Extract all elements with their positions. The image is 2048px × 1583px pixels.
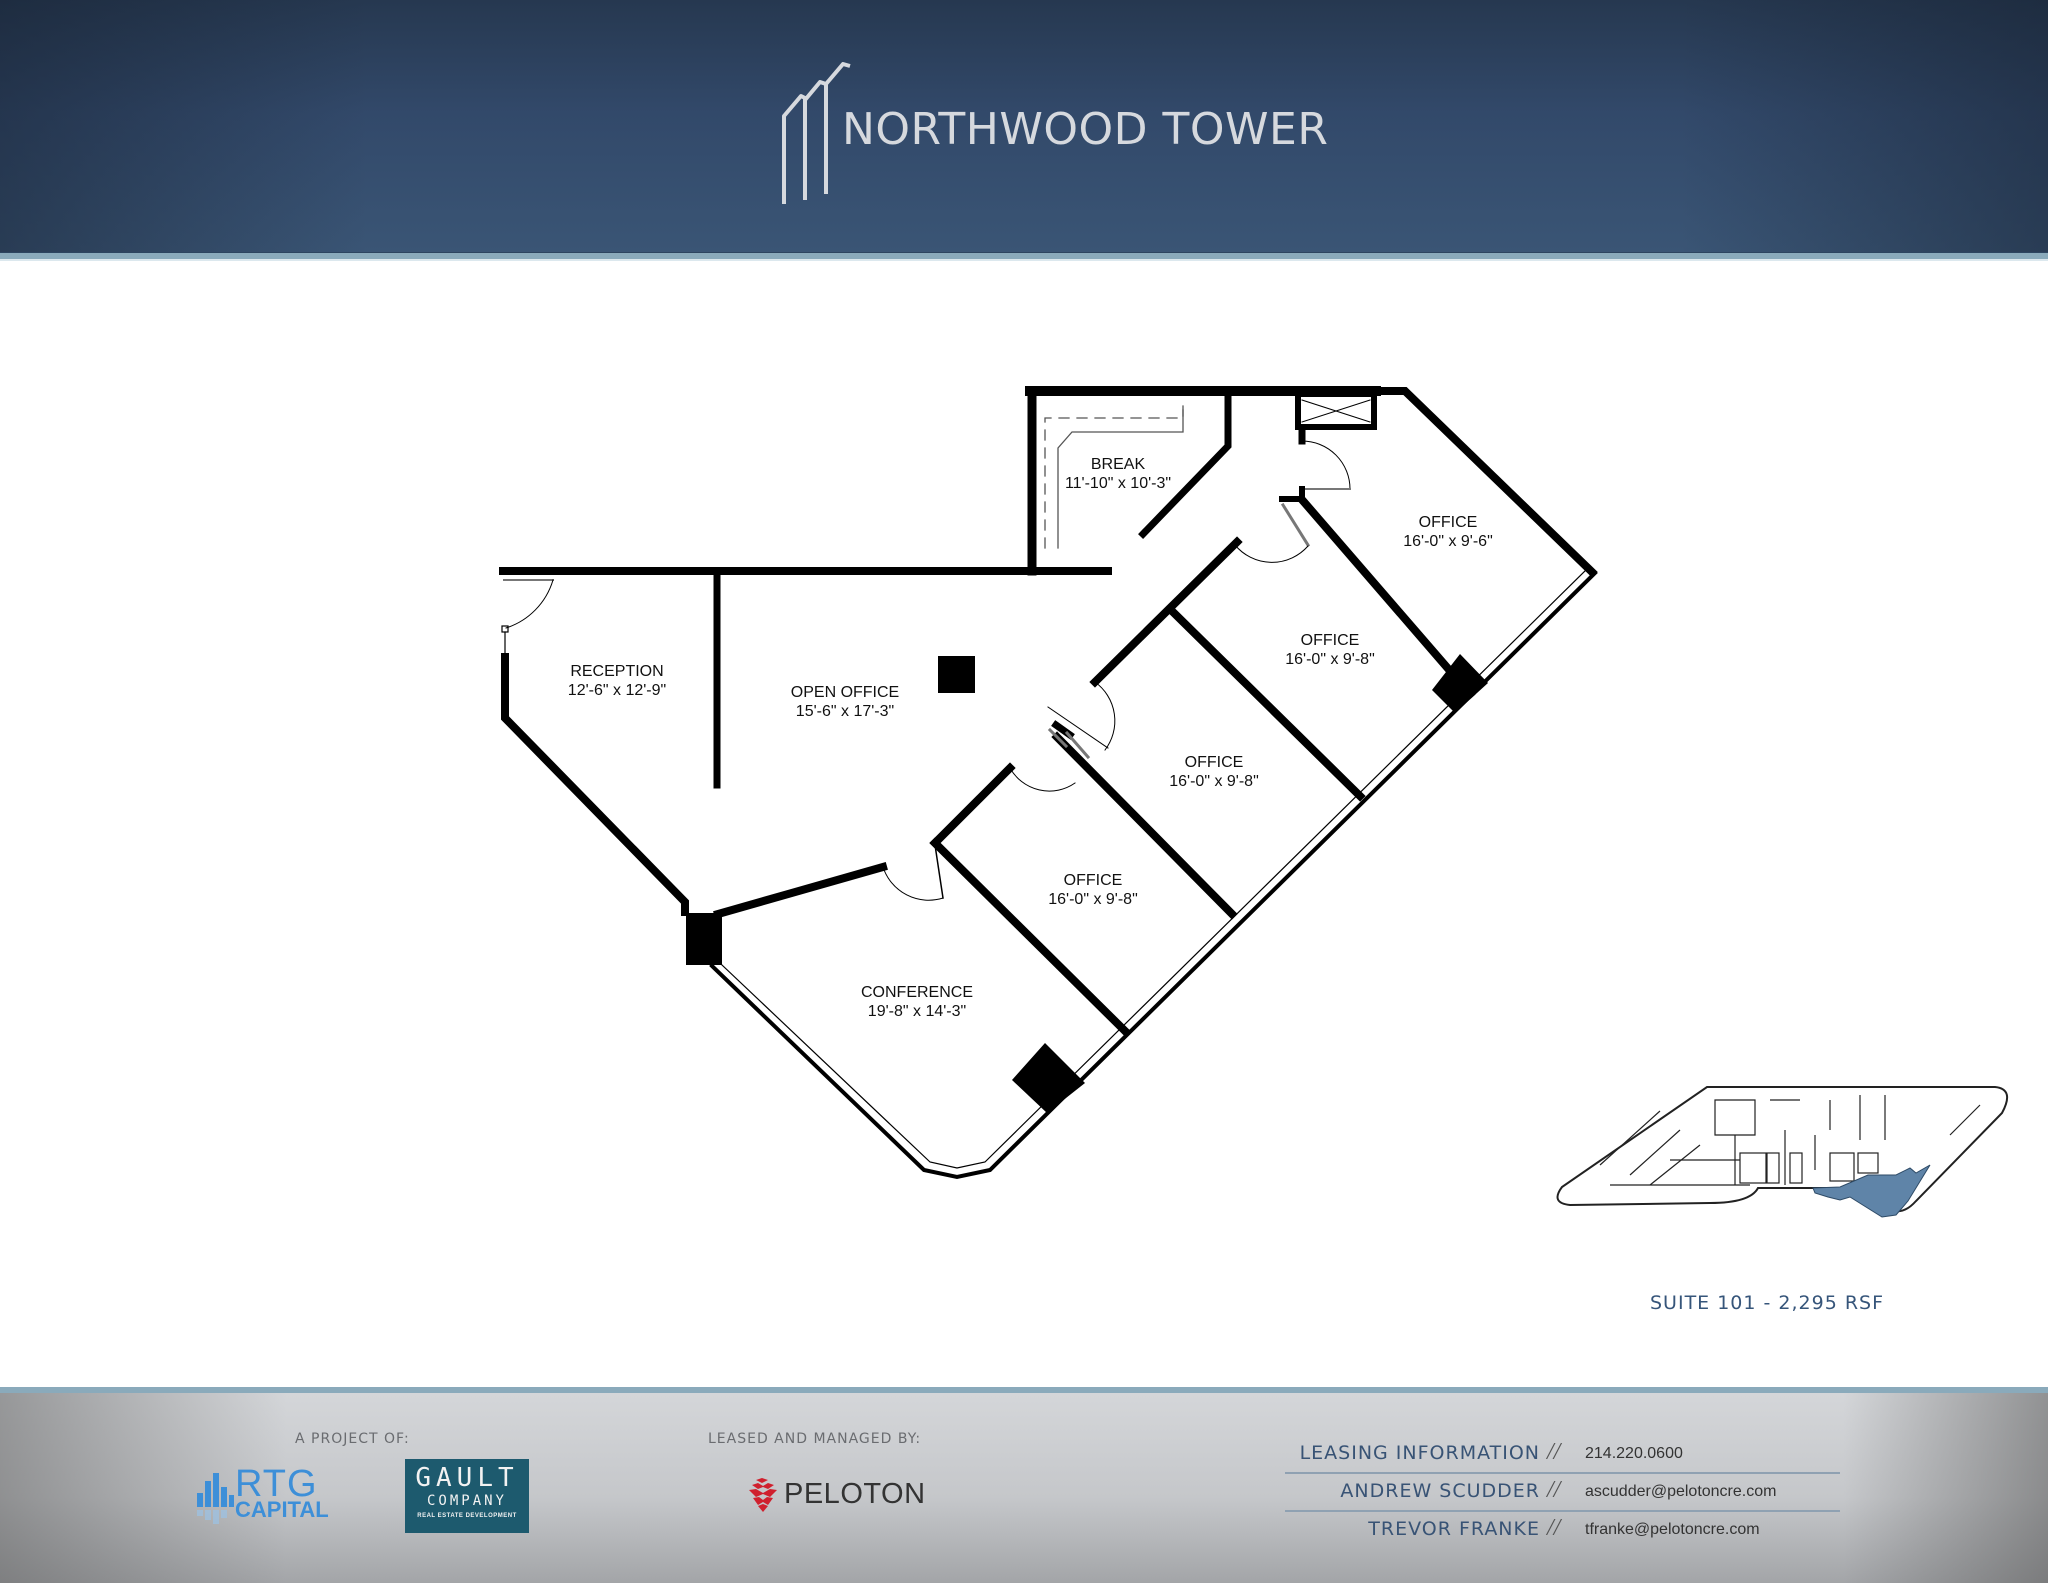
room-size: 16'-0" x 9'-8" xyxy=(1169,773,1259,790)
room-name: BREAK xyxy=(1090,456,1146,473)
footer-divider xyxy=(0,1387,2048,1393)
email-link[interactable]: tfranke@pelotoncre.com xyxy=(1585,1521,1760,1538)
room-label-office-3: OFFICE 16'-0" x 9'-8" xyxy=(1169,753,1259,791)
room-name: CONFERENCE xyxy=(860,984,974,1001)
separator: // xyxy=(1547,1515,1561,1541)
room-size: 16'-0" x 9'-8" xyxy=(1285,651,1375,668)
gault-company: COMPANY xyxy=(426,1493,507,1509)
leased-by-label: LEASED AND MANAGED BY: xyxy=(708,1431,922,1447)
rtg-subtitle: CAPITAL xyxy=(235,1497,329,1522)
room-name: OFFICE xyxy=(1184,754,1244,771)
room-name: OPEN OFFICE xyxy=(790,684,900,701)
room-label-conference: CONFERENCE 19'-8" x 14'-3" xyxy=(861,983,973,1021)
room-size: 11'-10" x 10'-3" xyxy=(1064,475,1172,492)
room-size: 15'-6" x 17'-3" xyxy=(795,703,895,720)
room-label-open-office: OPEN OFFICE 15'-6" x 17'-3" xyxy=(791,683,899,721)
contact-label: LEASING INFORMATION xyxy=(1299,1442,1540,1464)
rtg-bars-icon xyxy=(197,1473,234,1524)
tower-logo-icon xyxy=(782,62,851,204)
room-label-break: BREAK 11'-10" x 10'-3" xyxy=(1065,455,1171,493)
room-label-office-4: OFFICE 16'-0" x 9'-8" xyxy=(1048,871,1138,909)
key-plan-map xyxy=(1556,1086,2009,1218)
brand-title: NORTHWOOD TOWER xyxy=(842,104,1329,155)
gault-wordmark: GAULT xyxy=(415,1463,519,1493)
room-label-reception: RECEPTION 12'-6" x 12'-9" xyxy=(568,662,666,700)
suite-caption: SUITE 101 - 2,295 RSF xyxy=(1650,1292,1885,1314)
contact-label: ANDREW SCUDDER xyxy=(1340,1480,1540,1502)
project-of-label: A PROJECT OF: xyxy=(295,1431,410,1447)
suite-highlight xyxy=(1812,1164,1931,1218)
email-link[interactable]: ascudder@pelotoncre.com xyxy=(1585,1483,1777,1500)
rtg-wordmark: RTG xyxy=(235,1463,318,1505)
room-name: RECEPTION xyxy=(570,663,664,680)
header-divider-highlight xyxy=(0,259,2048,261)
room-name: OFFICE xyxy=(1300,632,1360,649)
room-size: 16'-0" x 9'-8" xyxy=(1048,891,1138,908)
room-name: OFFICE xyxy=(1418,514,1478,531)
footer-banner xyxy=(0,1393,2048,1583)
rtg-capital-logo: RTG CAPITAL xyxy=(195,1463,355,1525)
contact-row-leasing: LEASING INFORMATION // 214.220.0600 xyxy=(1285,1436,1840,1474)
leasing-contacts: LEASING INFORMATION // 214.220.0600 ANDR… xyxy=(1285,1436,1840,1548)
contact-row-scudder: ANDREW SCUDDER // ascudder@pelotoncre.co… xyxy=(1285,1474,1840,1512)
phone-link[interactable]: 214.220.0600 xyxy=(1585,1445,1683,1462)
room-size: 12'-6" x 12'-9" xyxy=(567,682,667,699)
room-label-office-2: OFFICE 16'-0" x 9'-8" xyxy=(1285,631,1375,669)
separator: // xyxy=(1547,1439,1561,1465)
peloton-pinecone-icon xyxy=(749,1478,777,1512)
northwood-tower-logo: NORTHWOOD TOWER xyxy=(780,48,1328,208)
gault-company-logo: GAULT COMPANY REAL ESTATE DEVELOPMENT xyxy=(405,1459,529,1533)
header-banner xyxy=(0,0,2048,252)
room-label-office-top: OFFICE 16'-0" x 9'-6" xyxy=(1403,513,1493,551)
room-size: 19'-8" x 14'-3" xyxy=(867,1003,967,1020)
room-size: 16'-0" x 9'-6" xyxy=(1403,533,1493,550)
gault-tagline: REAL ESTATE DEVELOPMENT xyxy=(417,1513,517,1519)
peloton-wordmark: PELOTON xyxy=(784,1478,926,1510)
contact-label: TREVOR FRANKE xyxy=(1368,1518,1540,1540)
header-divider xyxy=(0,252,2048,259)
separator: // xyxy=(1547,1477,1561,1503)
contact-row-franke: TREVOR FRANKE // tfranke@pelotoncre.com xyxy=(1285,1512,1840,1548)
room-name: OFFICE xyxy=(1063,872,1123,889)
